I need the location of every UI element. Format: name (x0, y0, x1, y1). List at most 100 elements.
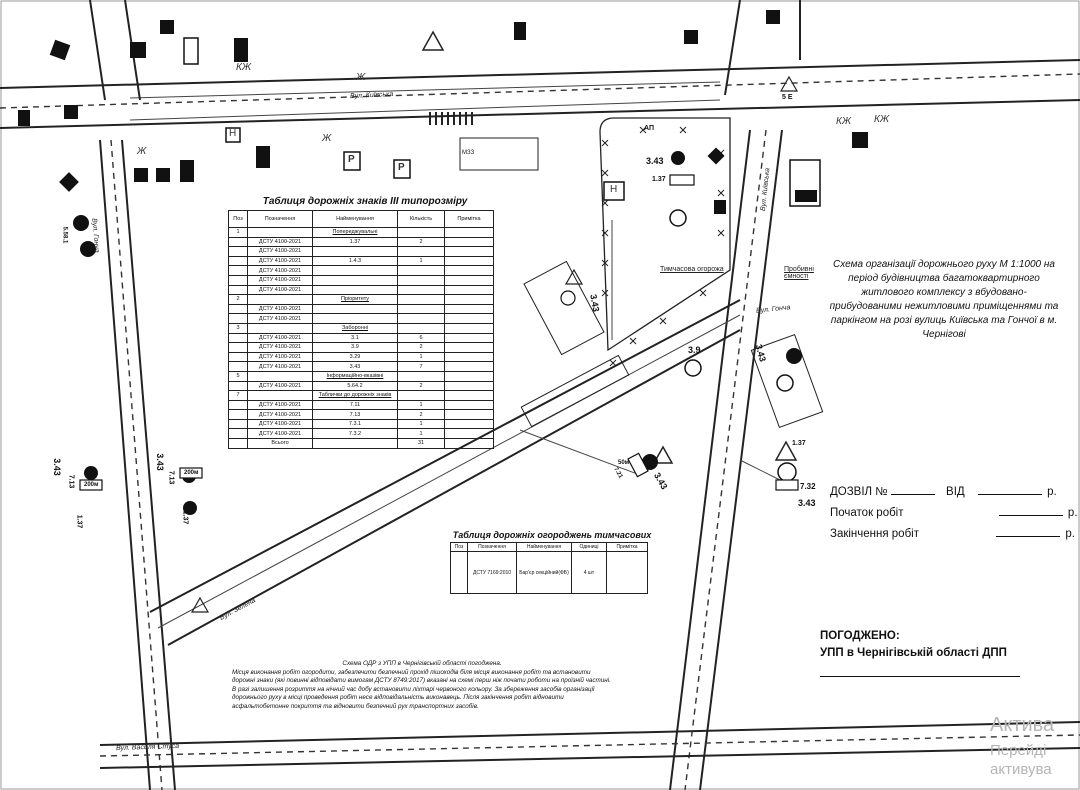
signs-table-cell (397, 246, 445, 257)
signs-table-cell (397, 313, 445, 324)
sign-code-581: 5.58.1 (61, 226, 68, 244)
agreed-signature-line[interactable] (820, 676, 1020, 677)
signs-table-cell: ДСТУ 4100-2021 (247, 313, 313, 324)
signs-table-cell (247, 390, 313, 401)
end-date-field[interactable] (996, 525, 1061, 537)
signs-table-cell: 1 (397, 351, 445, 363)
marker-ap: АП (644, 125, 654, 132)
agreed-block: ПОГОДЖЕНО: УПП в Чернігівській області Д… (820, 628, 1020, 677)
scheme-title: Схема організації дорожнього руху М 1:10… (829, 259, 1059, 340)
marker-kzh-1: КЖ (236, 62, 252, 73)
signs-table-cell: 6 (397, 332, 445, 344)
sign-code-343-f: 3.43 (798, 498, 816, 508)
signs-table-row: 5 Інформаційно-вказівні (228, 370, 494, 382)
signs-table-cell (444, 322, 494, 334)
signs-table-cell (397, 265, 445, 276)
signs-table-cell: 2 (397, 409, 445, 420)
fences-col-unit: Одиниці (571, 542, 607, 552)
signs-table-row: ДСТУ 4100-2021 (228, 265, 494, 276)
signs-table-cell (228, 332, 248, 344)
fences-col-note: Примітка (606, 542, 648, 552)
signs-table-cell (312, 313, 398, 324)
sign-code-200m-b: 200м (184, 470, 199, 476)
signs-table-cell: ДСТУ 4100-2021 (247, 303, 313, 315)
signs-table-cell: ДСТУ 4100-2021 (247, 332, 313, 344)
signs-col-code: Позначення (247, 210, 313, 228)
signs-table-cell: ДСТУ 4100-2021 (247, 428, 313, 440)
signs-table-cell (444, 399, 494, 411)
signs-table-cell: Всього (247, 438, 313, 449)
signs-table-cell (228, 351, 248, 363)
marker-zh-1: Ж (356, 72, 366, 83)
street-zelena-road (149, 299, 741, 646)
activation-watermark: Актива Перейді активува (990, 712, 1054, 777)
signs-table-cell (444, 284, 494, 296)
signs-table-cell: ДСТУ 4100-2021 (247, 409, 313, 420)
agreed-org: УПП в Чернігівській області ДПП (820, 647, 1007, 659)
sign-code-137-c: 1.37 (181, 510, 189, 525)
signs-table-cell: 7.13 (312, 409, 398, 420)
signs-table-cell: ДСТУ 4100-2021 (247, 351, 313, 363)
signs-table-cell: 7 (397, 361, 445, 372)
signs-table-cell (228, 399, 248, 411)
signs-table-cell (397, 227, 445, 238)
signs-table-cell (228, 438, 248, 449)
signs-table-cell (444, 361, 494, 372)
signs-table-cell (444, 370, 494, 382)
signs-table-cell (312, 246, 398, 257)
sign-code-343-a: 3.43 (646, 156, 664, 166)
signs-table-header-row: Поз Позначення Найменування Кількість Пр… (228, 210, 494, 228)
signs-table-cell: 5 (228, 370, 248, 382)
signs-table-cell: 3.1 (312, 332, 398, 344)
start-date-field[interactable] (998, 504, 1063, 516)
sign-code-200m-a: 200м (84, 482, 99, 488)
signs-table-cell (444, 428, 494, 440)
marker-h-1: Н (229, 128, 237, 139)
construction-site (459, 117, 731, 367)
street-kyivska-road (0, 59, 1080, 129)
fences-col-name: Найменування (516, 542, 572, 552)
permit-date-field[interactable] (977, 483, 1042, 495)
signs-table-cell: ДСТУ 4100-2021 (247, 284, 313, 296)
permit-number-field[interactable] (890, 483, 935, 495)
fences-cell-name: Бар'єр секційний(ФБ) (516, 551, 572, 594)
signs-table-cell (247, 227, 313, 238)
end-year-suffix: р. (1065, 528, 1075, 540)
signs-table-cell (228, 236, 248, 248)
marker-kzh-2: КЖ (836, 116, 852, 127)
signs-table-cell (228, 303, 248, 315)
signs-table-cell: 1 (397, 418, 445, 430)
signs-table-cell (247, 322, 313, 334)
fences-cell-note (606, 551, 648, 594)
signs-table-cell (444, 246, 494, 257)
fences-col-code: Позначення (467, 542, 517, 552)
sign-code-713-b: 7.13 (167, 470, 175, 485)
signs-table-cell (312, 303, 398, 315)
marker-zh-3: Ж (322, 133, 332, 144)
signs-table-cell: Інформаційно-вказівні (312, 370, 398, 382)
signs-table-cell: ДСТУ 4100-2021 (247, 246, 313, 257)
signs-table-cell (247, 294, 313, 305)
sign-code-713-a: 7.13 (67, 474, 75, 489)
signs-table-cell (312, 438, 398, 449)
signs-table-cell: 3 (228, 322, 248, 334)
signs-table-cell (444, 303, 494, 315)
road-signs (18, 10, 868, 613)
work-zone-markers (519, 260, 824, 481)
marker-hatch: МЗЗ (462, 150, 475, 156)
signs-table-cell: 7.3.2 (312, 428, 398, 440)
signs-table-row: ДСТУ 4100-2021 (228, 303, 494, 315)
sign-code-39: 3.9 (688, 345, 701, 355)
signs-table-cell (397, 370, 445, 382)
agreed-title: ПОГОДЖЕНО: (820, 630, 900, 642)
fences-col-pos: Поз (450, 542, 468, 552)
